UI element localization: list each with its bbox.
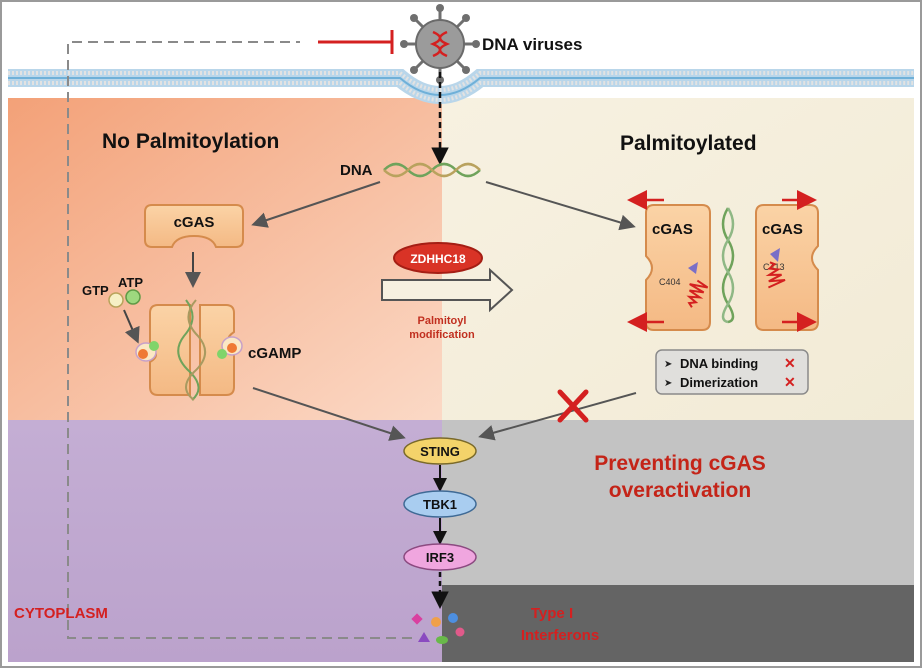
modification-line1: Palmitoyl (418, 315, 467, 327)
virus-icon (400, 4, 480, 84)
substrate-arrow (123, 309, 140, 344)
sting-label: STING (420, 444, 460, 459)
virus-label: DNA viruses (482, 35, 582, 54)
zdhhc18-badge (393, 242, 483, 274)
blocked-arrow (478, 392, 637, 441)
atp-label: ATP (118, 275, 143, 290)
left-region-title: No Palmitoylation (102, 130, 279, 153)
cgamp-label: cGAMP (248, 345, 301, 362)
effects-box (655, 349, 809, 395)
gtp-label: GTP (82, 283, 109, 298)
palmitoyl-chain-left (686, 279, 709, 308)
modification-line2: modification (409, 329, 475, 341)
atp-icon (125, 289, 141, 305)
effect-item-2: Dimerization (680, 375, 758, 390)
site-right-label: C413 (763, 262, 785, 272)
active-site-icon-right (217, 336, 243, 359)
dna-helix-icon (383, 162, 481, 178)
site-left-label: C404 (659, 277, 681, 287)
irf3-label: IRF3 (426, 550, 454, 565)
grey-region-background (442, 420, 914, 585)
cgas-left-label: cGAS (652, 221, 693, 238)
right-region-title: Palmitoylated (620, 132, 757, 155)
tbk1-label: TBK1 (423, 497, 457, 512)
active-site-icon-left (135, 341, 159, 362)
effect-item-1: DNA binding (680, 356, 758, 371)
interferons-line2: Interferons (521, 627, 599, 644)
released-dna-helix-icon (721, 207, 735, 324)
outcome-line2: overactivation (609, 479, 751, 502)
palmitoylation-arrow (381, 267, 514, 313)
dark-region-background (442, 585, 914, 662)
dna-to-cgas-arrow (251, 181, 381, 228)
pathway-tbk1: TBK1 (403, 490, 477, 518)
pathway-sting: STING (403, 437, 477, 465)
outcome-line1: Preventing cGAS (594, 452, 766, 475)
site-right-marker-icon (770, 248, 780, 262)
site-left-marker-icon (688, 262, 698, 274)
cytoplasm-label: CYTOPLASM (14, 605, 108, 622)
cgas-dimer (149, 299, 235, 401)
zdhhc18-label: ZDHHC18 (410, 252, 466, 266)
effect-bullet-2: ➤ (664, 378, 672, 389)
interferon-molecules-icon (411, 613, 465, 644)
effect-x-1: ✕ (784, 355, 796, 371)
cgas-protein-shape (144, 204, 244, 248)
cgas-right-label: cGAS (762, 221, 803, 238)
inhibition-mark (318, 30, 394, 54)
dna-label: DNA (340, 162, 373, 179)
feedback-dashed-line (67, 41, 412, 639)
effect-bullet-1: ➤ (664, 359, 672, 370)
cytoplasm-region-background (8, 420, 442, 662)
gtp-icon (108, 292, 124, 308)
block-x-icon (557, 389, 589, 423)
interferons-line1: Type I (531, 605, 573, 622)
cgamp-to-sting-arrow (252, 387, 406, 441)
cgas-label: cGAS (174, 214, 215, 231)
palmitoyl-chain-right (765, 261, 786, 289)
pathway-irf3: IRF3 (403, 543, 477, 571)
palmitoylated-cgas-left (645, 204, 711, 331)
effect-x-2: ✕ (784, 374, 796, 390)
dna-to-palmitoylated-arrow (485, 181, 636, 231)
